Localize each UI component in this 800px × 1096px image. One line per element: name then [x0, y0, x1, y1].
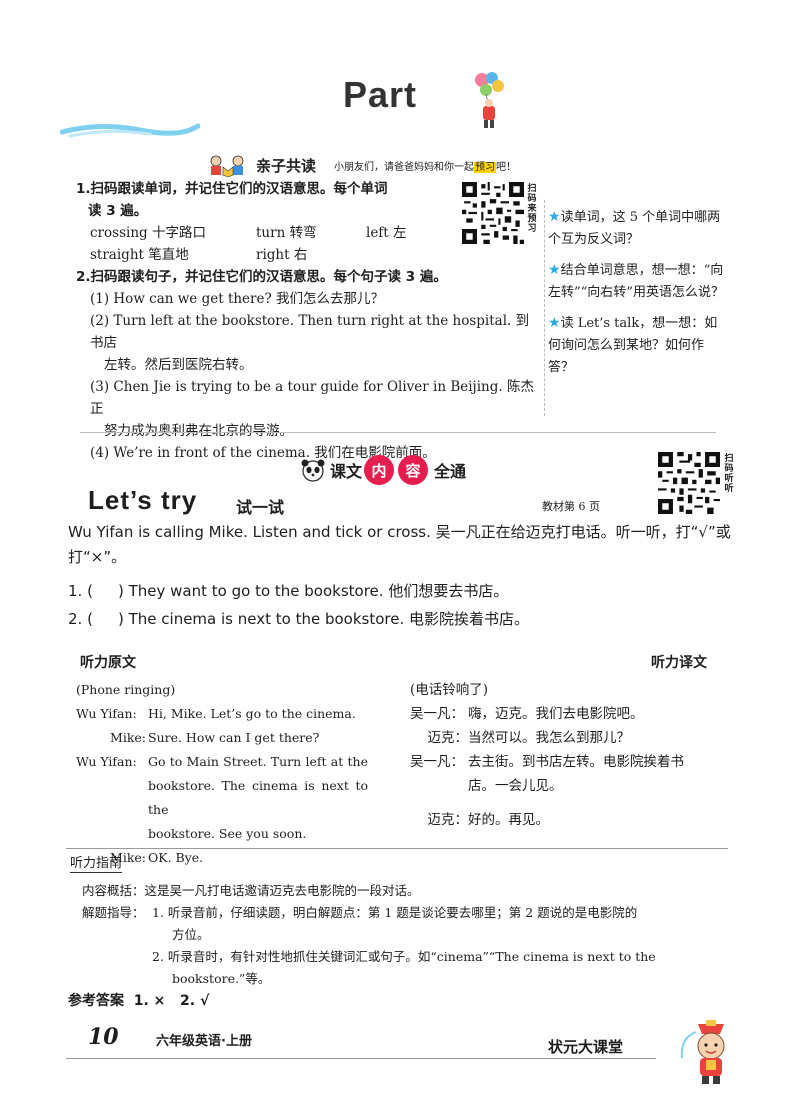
- banner-circle-1: 内: [364, 455, 395, 485]
- banner-part-a: 课文: [330, 462, 363, 481]
- guide-body: 内容概括：这是吴一凡打电话邀请迈克去电影院的一段对话。 解题指导：1. 听录音前…: [82, 880, 742, 990]
- task1-line2: 读 3 遍。: [88, 203, 148, 219]
- guide-summary: 内容概括：这是吴一凡打电话邀请迈克去电影院的一段对话。: [82, 883, 420, 898]
- question-2: 2. () The cinema is next to the bookstor…: [68, 610, 530, 628]
- qr-label-listen: 扫码听听: [724, 454, 734, 494]
- tips-column: ★读单词，这 5 个单词中哪两个互为反义词？ ★结合单词意思，想一想：“向左转”…: [548, 206, 728, 387]
- question-1: 1. () They want to go to the bookstore. …: [68, 582, 509, 600]
- star-icon: ★: [548, 262, 561, 278]
- star-icon: ★: [548, 315, 561, 331]
- transcript-english: (Phone ringing) Wu Yifan:Hi, Mike. Let’s…: [76, 678, 396, 870]
- preview-tasks: 1.扫码跟读单词，并记住它们的汉语意思。每个单词 读 3 遍。 crossing…: [76, 178, 542, 464]
- sentence-3a: (3) Chen Jie is trying to be a tour guid…: [90, 379, 534, 417]
- part-title: Part: [343, 74, 418, 115]
- section-separator: [80, 432, 716, 433]
- footer-line: [66, 1058, 656, 1059]
- task2: 2.扫码跟读句子，并记住它们的汉语意思。每个句子读 3 遍。: [76, 269, 447, 285]
- tip-3: ★读 Let’s talk，想一想：如何询问怎么到某地？如何作答？: [548, 315, 718, 375]
- banner-subtitle: 小朋友们，请爸爸妈妈和你一起预习吧！: [334, 161, 517, 173]
- sentence-2a: (2) Turn left at the bookstore. Then tur…: [90, 313, 530, 351]
- tip-1: ★读单词，这 5 个单词中哪两个互为反义词？: [548, 209, 721, 247]
- sentence-2b: 左转。然后到医院右转。: [104, 357, 253, 373]
- star-icon: ★: [548, 209, 561, 225]
- qr-code-listen[interactable]: [658, 452, 720, 514]
- guide-separator: [66, 848, 728, 849]
- book-title: 六年级英语·上册: [156, 1034, 252, 1049]
- task1-line1: 1.扫码跟读单词，并记住它们的汉语意思。每个单词: [76, 181, 388, 197]
- guide-tip-1: 解题指导：1. 听录音前，仔细读题，明白解题点：第 1 题是谈论要去哪里；第 2…: [82, 905, 638, 920]
- sentence-1: (1) How can we get there? 我们怎么去那儿？: [90, 291, 385, 307]
- guide-tip-2: 2. 听录音时，有针对性地抓住关键词汇或句子。如“cinema”“The cin…: [152, 949, 656, 964]
- tip-2: ★结合单词意思，想一想：“向左转”“向右转”用英语怎么说？: [548, 262, 724, 300]
- balloon-kid-illustration: [475, 72, 504, 128]
- answer-paren-2[interactable]: 2. (: [68, 610, 93, 628]
- listening-original-heading: 听力原文: [80, 655, 136, 671]
- reference-answer: 参考答案 1. × 2. √: [68, 993, 210, 1009]
- listening-translation-heading: 听力译文: [651, 655, 707, 671]
- qr-label-preview: 扫码来预习: [527, 184, 537, 234]
- answer-paren-1[interactable]: 1. (: [68, 582, 93, 600]
- lets-try-cn: 试一试: [236, 498, 285, 517]
- word-row-1: crossing 十字路口 turn 转弯 left 左: [90, 225, 407, 241]
- textbook-page-ref: 教材第 6 页: [542, 500, 600, 513]
- sentence-4: (4) We’re in front of the cinema. 我们在电影院…: [90, 445, 436, 461]
- page-number: 10: [88, 1024, 119, 1050]
- word-row-2: straight 笔直地 right 右: [90, 247, 308, 263]
- mascot-illustration: [680, 1020, 725, 1084]
- text-content-banner: 课文 内 容 全通: [300, 455, 466, 485]
- panda-icon: [301, 459, 325, 482]
- banner-title: 亲子共读: [256, 156, 317, 175]
- banner-circle-2: 容: [398, 455, 429, 485]
- exercise-instructions: Wu Yifan is calling Mike. Listen and tic…: [68, 523, 731, 566]
- qr-code-preview[interactable]: [462, 182, 524, 244]
- decorative-swoosh: [60, 123, 200, 138]
- brand-name: 状元大课堂: [548, 1038, 624, 1056]
- sentence-3b: 努力成为奥利弗在北京的导游。: [104, 423, 293, 439]
- lets-try-title: Let’s try: [88, 485, 198, 515]
- transcript-cue: (Phone ringing): [76, 682, 176, 697]
- parent-child-reading-banner: 亲子共读 小朋友们，请爸爸妈妈和你一起预习吧！: [206, 152, 516, 178]
- kids-reading-icon: [210, 155, 244, 177]
- transcript-cue-cn: (电话铃响了): [410, 682, 489, 698]
- transcript-chinese: (电话铃响了) 吴一凡：嗨，迈克。我们去电影院吧。 迈克：当然可以。我怎么到那儿…: [410, 678, 730, 832]
- banner-part-b: 全通: [434, 462, 467, 481]
- guide-heading: 听力指南: [70, 852, 123, 873]
- tips-divider: [544, 200, 545, 416]
